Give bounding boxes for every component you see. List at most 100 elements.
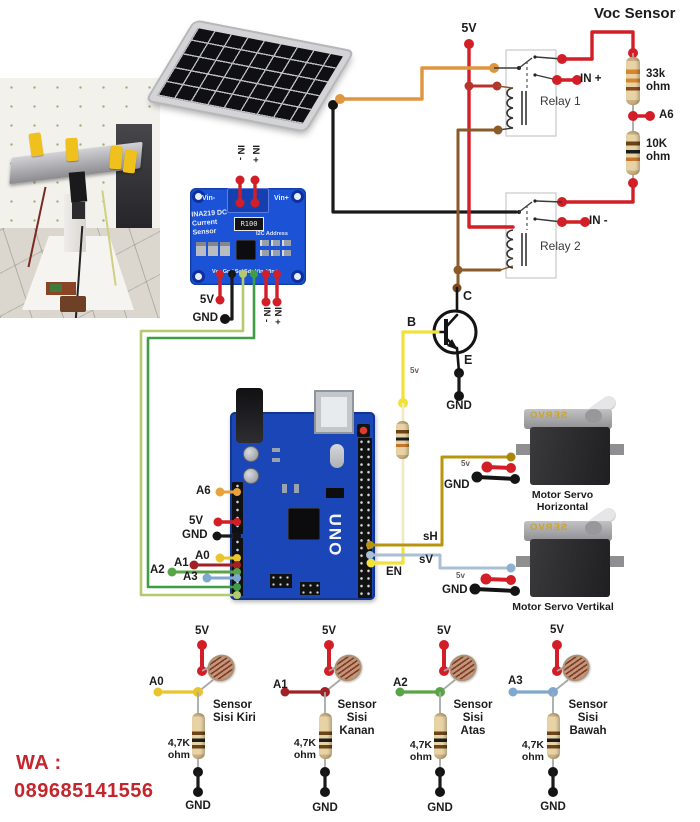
mounting-hole-icon <box>192 270 205 283</box>
power-header-icon <box>232 482 243 534</box>
label-in-plus: IN + <box>580 73 602 85</box>
ldr3-name: Sensor Sisi Atas <box>453 699 493 738</box>
smd-component-icon <box>271 240 280 246</box>
transistor-c-label: C <box>463 289 473 303</box>
smd-component-icon <box>282 484 287 493</box>
photo-ldr-clip <box>109 145 123 170</box>
label-5v-top: 5V <box>461 21 477 35</box>
ldr1-resistor-label: 4,7K ohm <box>167 737 190 762</box>
smd-component-icon <box>196 242 206 256</box>
mounting-hole-icon <box>192 190 205 203</box>
relay2-label: Relay 2 <box>540 239 581 253</box>
capacitor-icon <box>243 468 259 484</box>
ina-5v-label: 5V <box>199 294 214 306</box>
solar-positive-wire <box>335 63 519 104</box>
ldr4-resistor-label: 4,7K ohm <box>521 739 544 764</box>
capacitor-icon <box>243 446 259 462</box>
pin-label-gnd: Gnd <box>222 268 234 275</box>
ldr1-name: Sensor Sisi Kiri <box>213 699 256 725</box>
solar-panel <box>147 21 353 131</box>
ldr3-5v: 5V <box>436 625 452 637</box>
label-en: EN <box>386 566 402 578</box>
ldr1-gnd: GND <box>185 800 211 812</box>
label-in-minus: IN - <box>589 215 608 227</box>
smd-component-icon <box>326 488 344 498</box>
digital-header-icon <box>358 438 372 598</box>
smd-component-icon <box>282 250 291 256</box>
ina-in-plus-bottom: IN + <box>272 307 283 325</box>
uno-logo: UNO <box>325 513 345 558</box>
relay2-box <box>505 192 557 279</box>
label-sv: sV <box>419 554 434 566</box>
ldr-icon-left <box>202 649 240 687</box>
ldr3-resistor-label: 4,7K ohm <box>409 739 432 764</box>
pin-label-vin-plus: Vin+ <box>266 268 278 275</box>
ina-in-minus-top: IN - <box>235 145 246 161</box>
prototype-photo <box>0 78 160 318</box>
arduino-gnd-label: GND <box>182 529 208 541</box>
pin-label-vin-minus: Vin- <box>255 268 266 275</box>
smd-component-icon <box>272 448 280 452</box>
servo2-name: Motor Servo Vertikal <box>512 601 614 613</box>
servo-horn-hub-icon <box>585 521 602 535</box>
ina219-current-sensor-board: Vin- Vin+ INA219 DC Current Sensor R100 … <box>190 188 306 285</box>
icsp-header-icon <box>270 574 292 588</box>
resistor-base <box>396 421 409 459</box>
ina-in-plus-top: IN + <box>250 145 261 163</box>
servo-mount-tab-icon <box>609 556 624 567</box>
contact-wa-label: WA : <box>16 752 62 774</box>
ina219-shunt-resistor: R100 <box>234 217 264 231</box>
usb-connector-icon <box>314 390 354 434</box>
voltage-divider-wires <box>557 53 655 207</box>
page-title: Voc Sensor <box>594 5 676 22</box>
relay-coil-brown-wire <box>452 125 514 293</box>
ldr3-gnd: GND <box>427 802 453 814</box>
smd-component-icon <box>260 240 269 246</box>
transistor-e-label: E <box>464 353 473 367</box>
servo-mount-tab-icon <box>516 444 531 455</box>
ina219-i2c-address-silk: I2C Address <box>256 231 288 237</box>
smd-component-icon <box>220 242 230 256</box>
resistor-4k7-left <box>192 713 205 759</box>
solar-negative-wire <box>328 100 518 214</box>
ldr-icon-right <box>329 649 367 687</box>
ldr2-pin: A1 <box>273 679 288 691</box>
ldr-icon-bottom <box>557 649 595 687</box>
arduino-a2-label: A2 <box>150 564 165 576</box>
ina219-title-silk: INA219 DC Current Sensor <box>191 209 228 237</box>
smd-component-icon <box>208 242 218 256</box>
photo-dark-doorway <box>116 124 152 236</box>
resistor-4k7-bottom <box>547 713 560 759</box>
transistor-gnd-label: GND <box>446 400 472 412</box>
servo-mount-tab-icon <box>516 556 531 567</box>
ina219-vin-plus-silk: Vin+ <box>274 195 289 202</box>
servo-power-wires <box>469 461 520 596</box>
ina219-chip-icon <box>236 240 256 260</box>
servo2-5v-label: 5v <box>456 571 465 580</box>
servo-body <box>530 539 610 597</box>
ldr2-name: Sensor Sisi Kanan <box>337 699 377 738</box>
pin-label-vcc: Vcc <box>212 268 222 275</box>
arduino-5v-label: 5V <box>189 515 204 527</box>
ina-in-minus-bottom: IN - <box>261 307 272 323</box>
servo-signal-wires <box>366 452 516 573</box>
servo1-gnd-label: GND <box>444 479 470 491</box>
smd-component-icon <box>272 458 280 462</box>
5v-trunk-wire <box>464 39 515 229</box>
ldr2-5v: 5V <box>321 625 337 637</box>
servo1-name: Motor Servo Horizontal <box>531 489 594 514</box>
servo1-5v-label: 5v <box>461 459 470 468</box>
servo-mount-tab-icon <box>609 444 624 455</box>
smd-component-icon <box>271 250 280 256</box>
label-sh: sH <box>423 531 438 543</box>
ldr4-gnd: GND <box>540 801 566 813</box>
label-10k-ohm: 10K ohm <box>646 138 671 164</box>
mounting-hole-icon <box>291 270 304 283</box>
pin-label-scl: Scl <box>234 268 243 275</box>
photo-servo-bracket <box>68 171 88 203</box>
ldr4-pin: A3 <box>508 675 523 687</box>
resistor-4k7-right <box>319 713 332 759</box>
analog-header-icon <box>232 538 243 596</box>
ldr2-gnd: GND <box>312 802 338 814</box>
transistor-b-label: B <box>407 315 417 329</box>
